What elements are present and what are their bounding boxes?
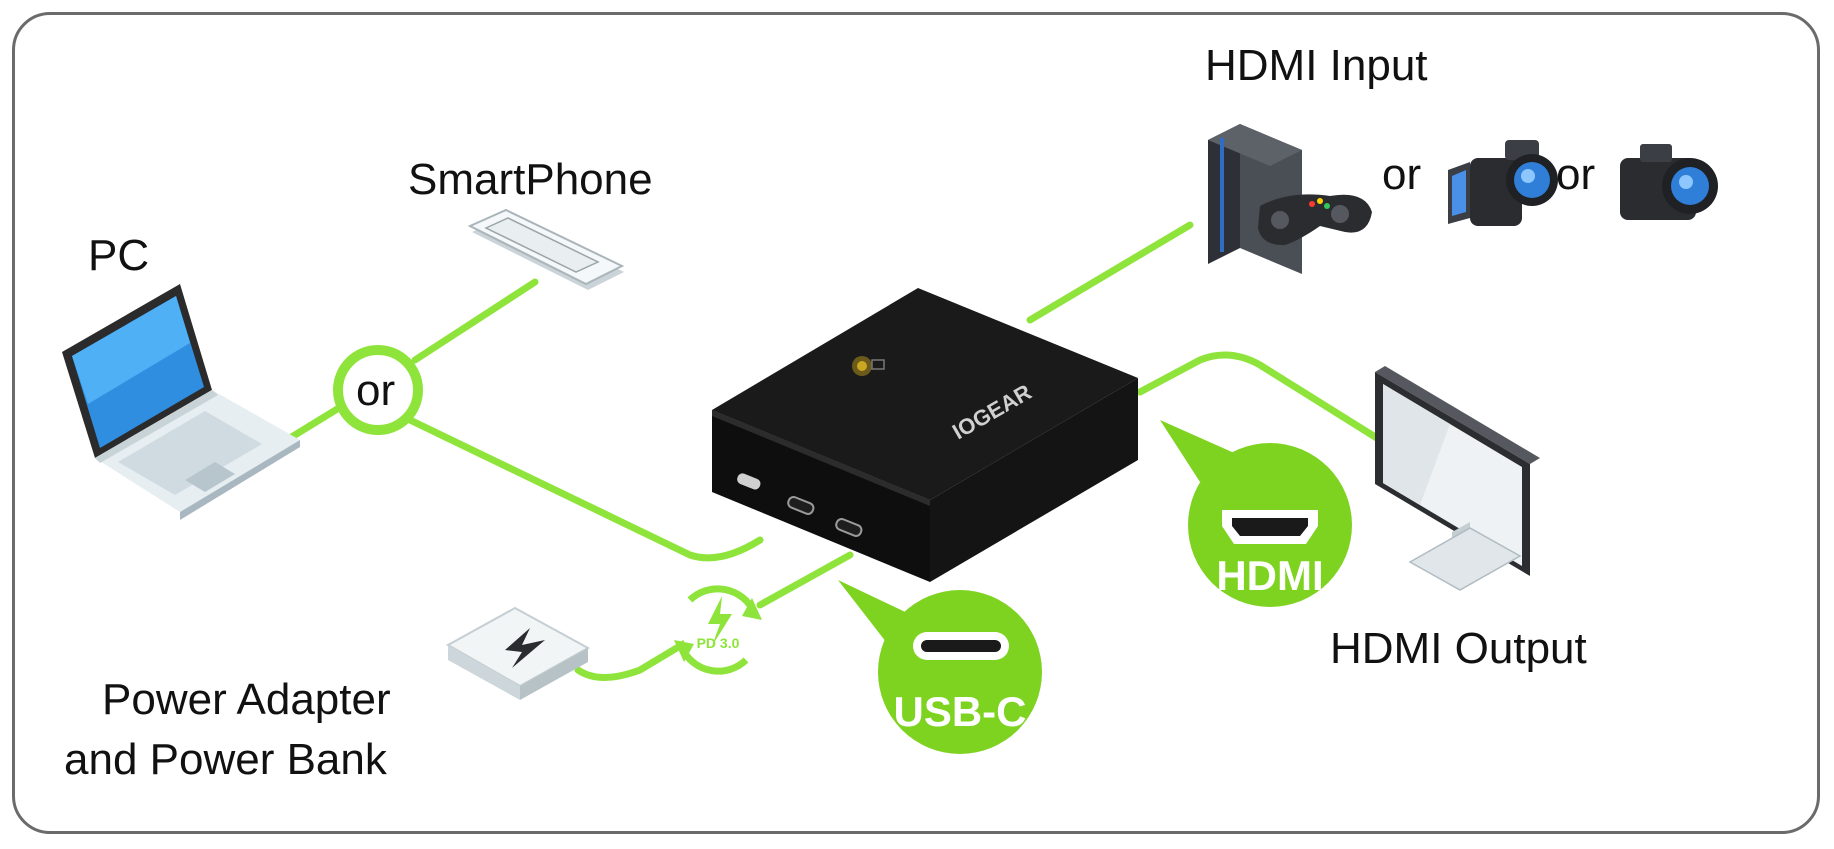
monitor-icon bbox=[1375, 366, 1540, 591]
hdmi-badge: HDMI bbox=[1160, 420, 1352, 607]
hdmi-label: HDMI bbox=[1216, 552, 1323, 599]
game-console-icon bbox=[1208, 124, 1372, 274]
label-pc: PC bbox=[88, 231, 150, 280]
cable-or-device bbox=[406, 416, 764, 562]
laptop-icon bbox=[62, 284, 300, 520]
camcorder-icon bbox=[1448, 140, 1558, 226]
cable-hdmi-input bbox=[1026, 221, 1194, 324]
or-text-1: or bbox=[1382, 150, 1422, 199]
cable-hdmi-output bbox=[1136, 351, 1384, 444]
cable-phone-or bbox=[411, 278, 539, 364]
or-junction bbox=[333, 345, 423, 435]
iogear-dock: IOGEAR bbox=[712, 288, 1138, 582]
usb-c-label: USB-C bbox=[894, 688, 1027, 735]
label-smartphone: SmartPhone bbox=[408, 155, 653, 204]
smartphone-icon bbox=[467, 208, 625, 290]
label-hdmi-input: HDMI Input bbox=[1205, 41, 1428, 90]
or-text-2: or bbox=[1556, 150, 1596, 199]
pd-label: PD 3.0 bbox=[697, 635, 740, 651]
hdmi-port-icon bbox=[1222, 510, 1318, 544]
usb-c-port-icon bbox=[737, 473, 863, 537]
camera-icon bbox=[1620, 144, 1718, 220]
label-hdmi-output: HDMI Output bbox=[1330, 624, 1587, 673]
pd-charge-icon: PD 3.0 bbox=[674, 585, 762, 675]
power-bank-icon bbox=[445, 606, 591, 700]
label-power-line2: and Power Bank bbox=[64, 735, 387, 784]
label-power-line1: Power Adapter bbox=[102, 675, 391, 724]
usb-c-badge: USB-C bbox=[838, 580, 1042, 754]
cable-power-device bbox=[574, 551, 854, 681]
diagram-frame bbox=[12, 12, 1820, 834]
or-circle-text: or bbox=[356, 366, 396, 415]
